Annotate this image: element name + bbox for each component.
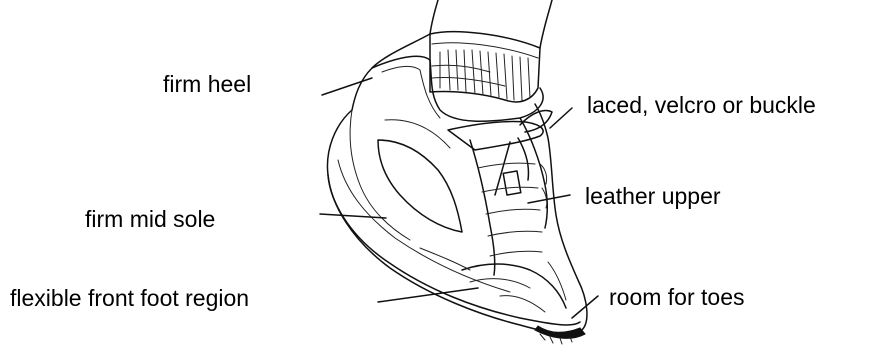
eyestay	[470, 140, 495, 275]
label-firm-heel: firm heel	[163, 71, 251, 97]
leader-laced-velcro-buckle	[550, 108, 572, 128]
label-laced-velcro-buckle: laced, velcro or buckle	[587, 92, 816, 118]
leader-firm-heel	[322, 78, 372, 95]
heel-counter	[352, 34, 430, 110]
laces	[448, 111, 552, 256]
leader-firm-mid-sole	[320, 214, 386, 218]
label-room-for-toes: room for toes	[609, 284, 745, 310]
leg-outline	[430, 0, 552, 48]
tongue	[520, 118, 547, 228]
sock	[430, 32, 540, 102]
toe-cap	[462, 264, 566, 308]
label-firm-mid-sole: firm mid sole	[85, 206, 215, 232]
label-flexible-front-foot-region: flexible front foot region	[10, 285, 249, 311]
side-panel	[378, 140, 462, 232]
shoe-illustration	[327, 0, 586, 344]
leader-leather-upper	[528, 195, 570, 203]
toe-tread	[535, 326, 585, 344]
label-leather-upper: leather upper	[585, 183, 721, 209]
